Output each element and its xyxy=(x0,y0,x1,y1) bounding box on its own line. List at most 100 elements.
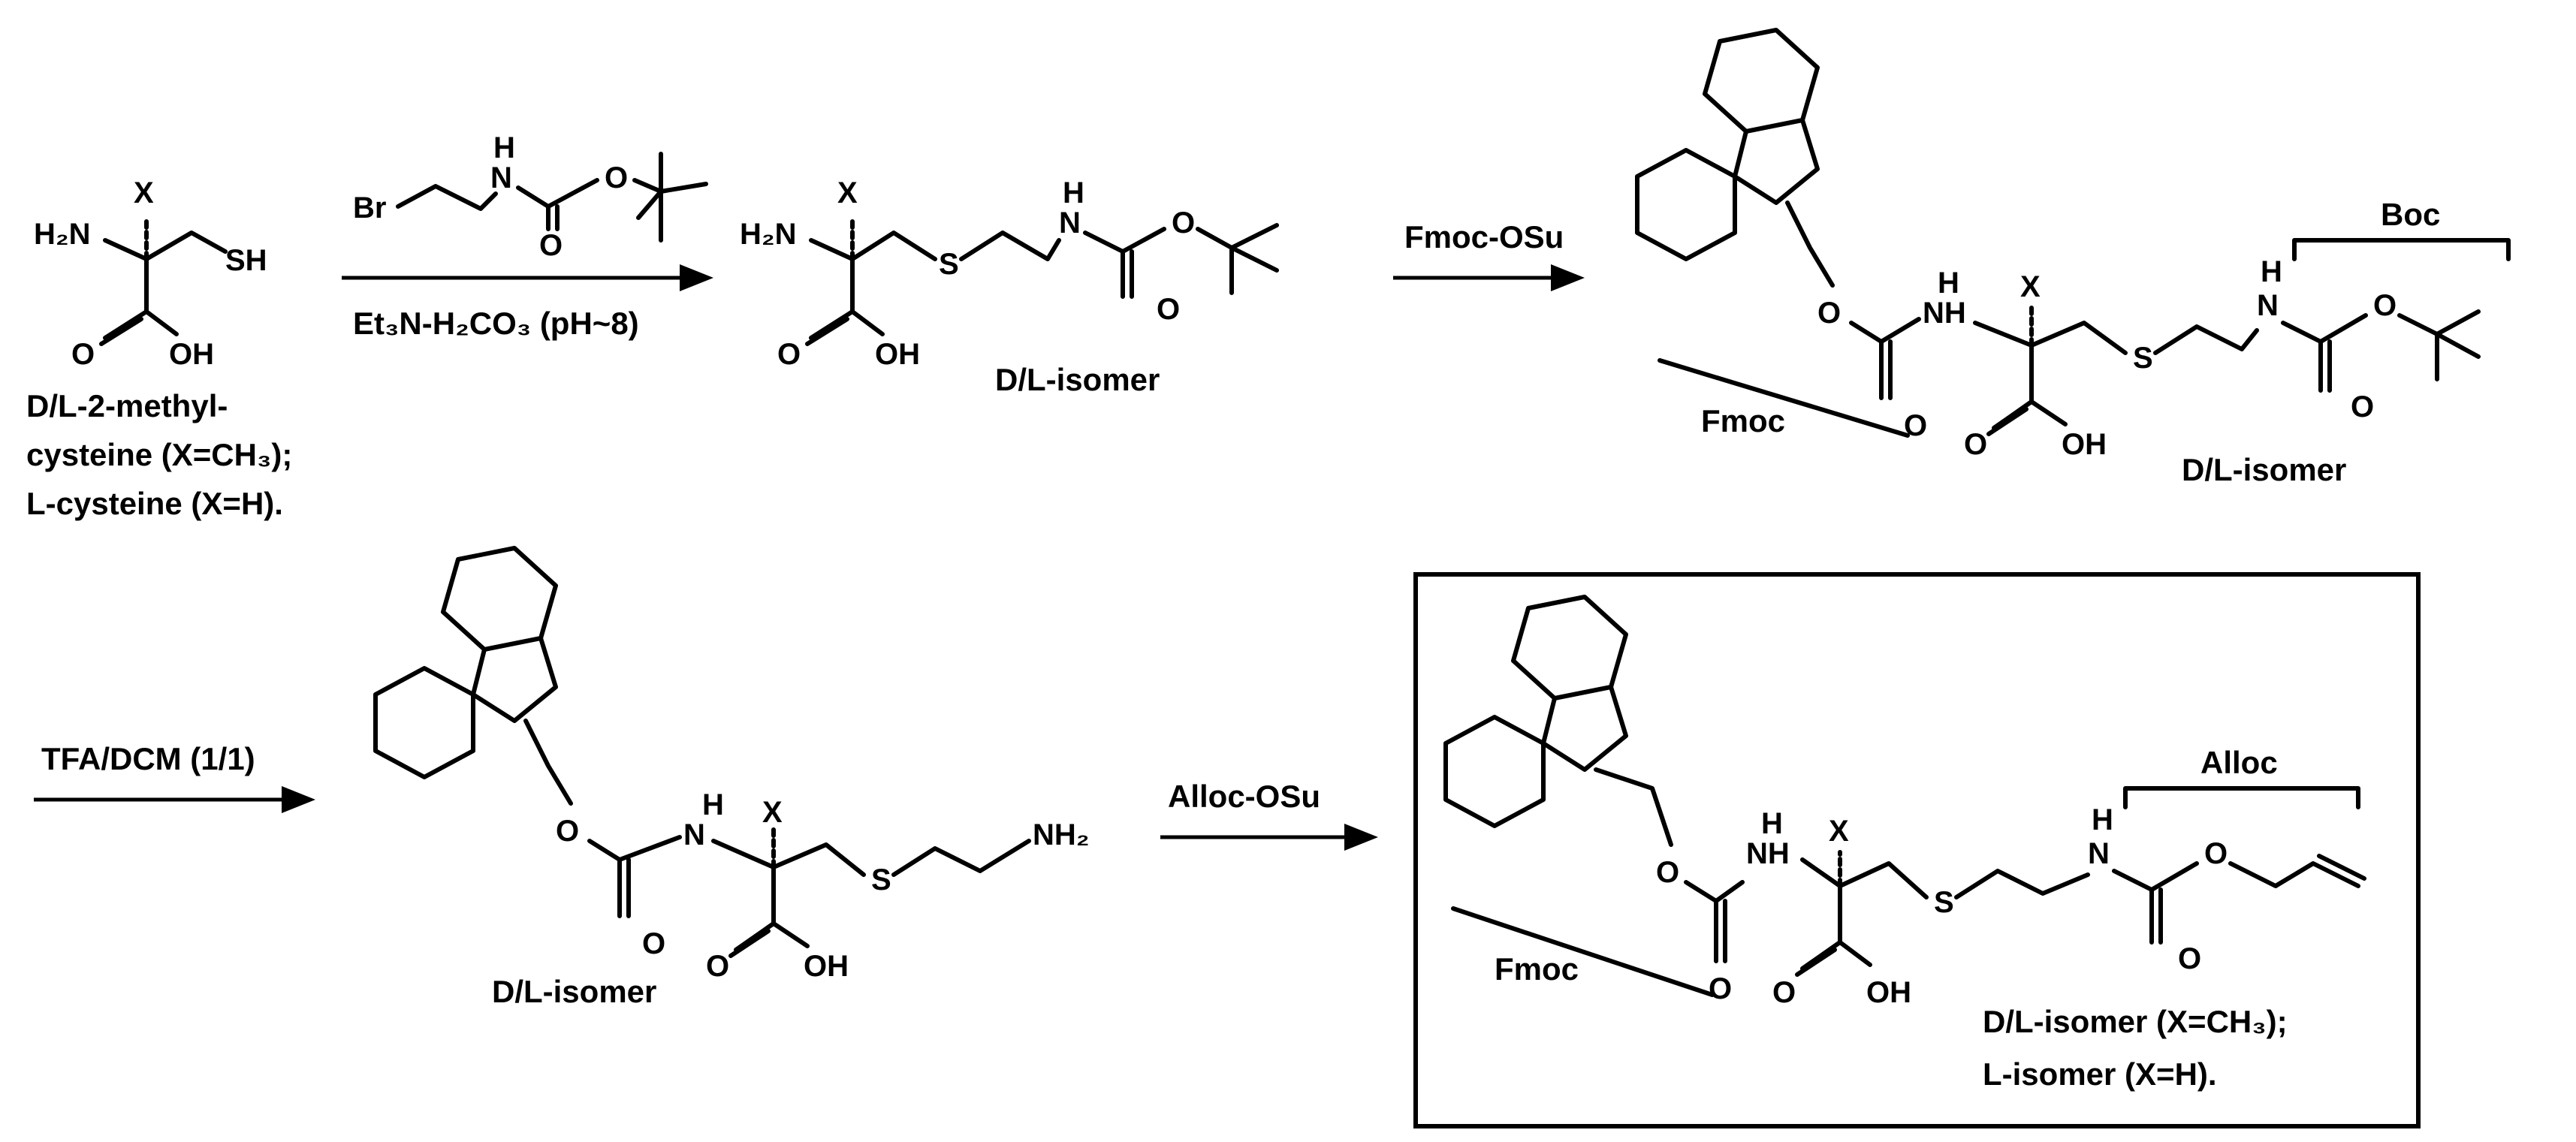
bond xyxy=(373,666,475,779)
atom-s: S xyxy=(2133,342,2153,375)
atom-o: O xyxy=(777,338,801,371)
label-isomer: D/L-isomer xyxy=(492,974,656,1009)
atom-x: X xyxy=(134,176,154,209)
atom-oh: OH xyxy=(169,338,214,371)
arrowhead xyxy=(1344,824,1378,851)
atom-h: H xyxy=(2261,255,2282,288)
reagent-step3: TFA/DCM (1/1) xyxy=(41,741,255,776)
bond xyxy=(1511,595,1628,701)
bond xyxy=(1954,869,2090,899)
reagent-step1-conditions: Et₃N-H₂CO₃ (pH~8) xyxy=(353,306,639,341)
atom-x: X xyxy=(2020,270,2041,303)
bond xyxy=(891,839,1031,877)
bond xyxy=(959,231,1061,261)
bond xyxy=(587,835,682,918)
starting-material: H₂N X SH O OH D/L-2-methyl- cysteine (X=… xyxy=(26,176,292,521)
bond xyxy=(728,865,810,958)
atom-oh: OH xyxy=(1866,976,1911,1009)
bond xyxy=(1443,715,1546,828)
final-product: O O H NH X S H N O O O OH Alloc Fmoc D/L… xyxy=(1443,595,2366,1092)
bracket-fmoc xyxy=(1451,906,1715,997)
bond xyxy=(809,231,937,261)
bond xyxy=(2281,313,2368,393)
bond xyxy=(523,719,573,806)
atom-o: O xyxy=(605,161,628,194)
atom-h: H xyxy=(1063,176,1084,209)
bond xyxy=(1800,857,1929,899)
atom-x: X xyxy=(837,176,858,209)
atom-o: O xyxy=(642,927,665,960)
label-start-line2: cysteine (X=CH₃); xyxy=(26,437,292,472)
atom-sh: SH xyxy=(225,244,267,277)
bond xyxy=(1703,28,1820,134)
atom-br: Br xyxy=(353,191,386,224)
atom-x: X xyxy=(762,796,783,829)
label-boc: Boc xyxy=(2381,197,2440,232)
atom-h2n: H₂N xyxy=(740,218,797,251)
arrowhead xyxy=(1551,264,1585,291)
atom-oh: OH xyxy=(804,950,849,983)
bond xyxy=(1785,200,1835,288)
bond xyxy=(1541,685,1628,772)
atom-o: O xyxy=(556,815,579,848)
atom-nh2: NH₂ xyxy=(1033,818,1090,851)
bond xyxy=(2397,309,2481,381)
atom-oh: OH xyxy=(2062,428,2107,461)
bond xyxy=(805,257,885,346)
atom-o: O xyxy=(1709,972,1732,1005)
atom-h: H xyxy=(2092,803,2113,836)
atom-oh: OH xyxy=(875,338,920,371)
bond xyxy=(711,839,866,877)
atom-s: S xyxy=(871,863,891,896)
label-isomer: D/L-isomer xyxy=(995,362,1160,397)
label-start-line3: L-cysteine (X=H). xyxy=(26,486,283,521)
bond xyxy=(2228,854,2366,888)
atom-h: H xyxy=(1761,807,1783,840)
atom-o: O xyxy=(1157,293,1180,326)
bond xyxy=(2112,861,2199,945)
label-final-line1: D/L-isomer (X=CH₃); xyxy=(1983,1004,2288,1039)
atom-h: H xyxy=(493,131,515,164)
label-fmoc: Fmoc xyxy=(1495,951,1579,987)
reagent-step4: Alloc-OSu xyxy=(1168,779,1320,814)
atom-o: O xyxy=(706,950,729,983)
atom-o: O xyxy=(2204,837,2228,870)
bond xyxy=(441,546,558,652)
atom-h: H xyxy=(1938,267,1959,300)
bond xyxy=(1684,880,1745,963)
bond xyxy=(632,152,708,243)
atom-nh: NH xyxy=(1746,837,1790,870)
atom-o: O xyxy=(1964,428,1987,461)
label-alloc: Alloc xyxy=(2200,745,2278,780)
reagent-bromoethyl-boc-amine: Br H N O O xyxy=(353,131,708,262)
intermediate-1: H₂N X S H N O O O OH D/L-isomer xyxy=(740,176,1279,397)
atom-h: H xyxy=(702,788,724,821)
arrowhead xyxy=(680,264,713,291)
arrowhead xyxy=(282,786,315,813)
atom-n: N xyxy=(490,161,512,194)
bond xyxy=(1795,884,1872,977)
bond xyxy=(1973,321,2128,355)
bond xyxy=(1083,227,1166,299)
product-box xyxy=(1413,572,2421,1128)
bond xyxy=(1635,148,1737,261)
atom-o: O xyxy=(2351,390,2374,423)
atom-o: O xyxy=(1172,206,1195,240)
bond xyxy=(1196,223,1279,295)
atom-o: O xyxy=(2373,289,2397,322)
bracket-fmoc xyxy=(1658,358,1910,438)
label-isomer: D/L-isomer xyxy=(2182,452,2346,487)
bond xyxy=(1986,343,2068,436)
bond xyxy=(2153,324,2259,355)
bracket-boc xyxy=(2292,238,2511,261)
atom-x: X xyxy=(1829,815,1849,848)
atom-h2n: H₂N xyxy=(34,218,91,251)
atom-o: O xyxy=(1656,856,1679,889)
intermediate-2: O O H NH X S H N O O O OH Boc Fmoc D/L-i… xyxy=(1635,28,2511,487)
intermediate-3: O O H N X S NH₂ O OH D/L-isomer xyxy=(373,546,1090,1009)
atom-nh: NH xyxy=(1923,297,1966,330)
bond xyxy=(1733,118,1820,205)
atom-s: S xyxy=(1934,886,1954,919)
bond xyxy=(103,231,228,261)
